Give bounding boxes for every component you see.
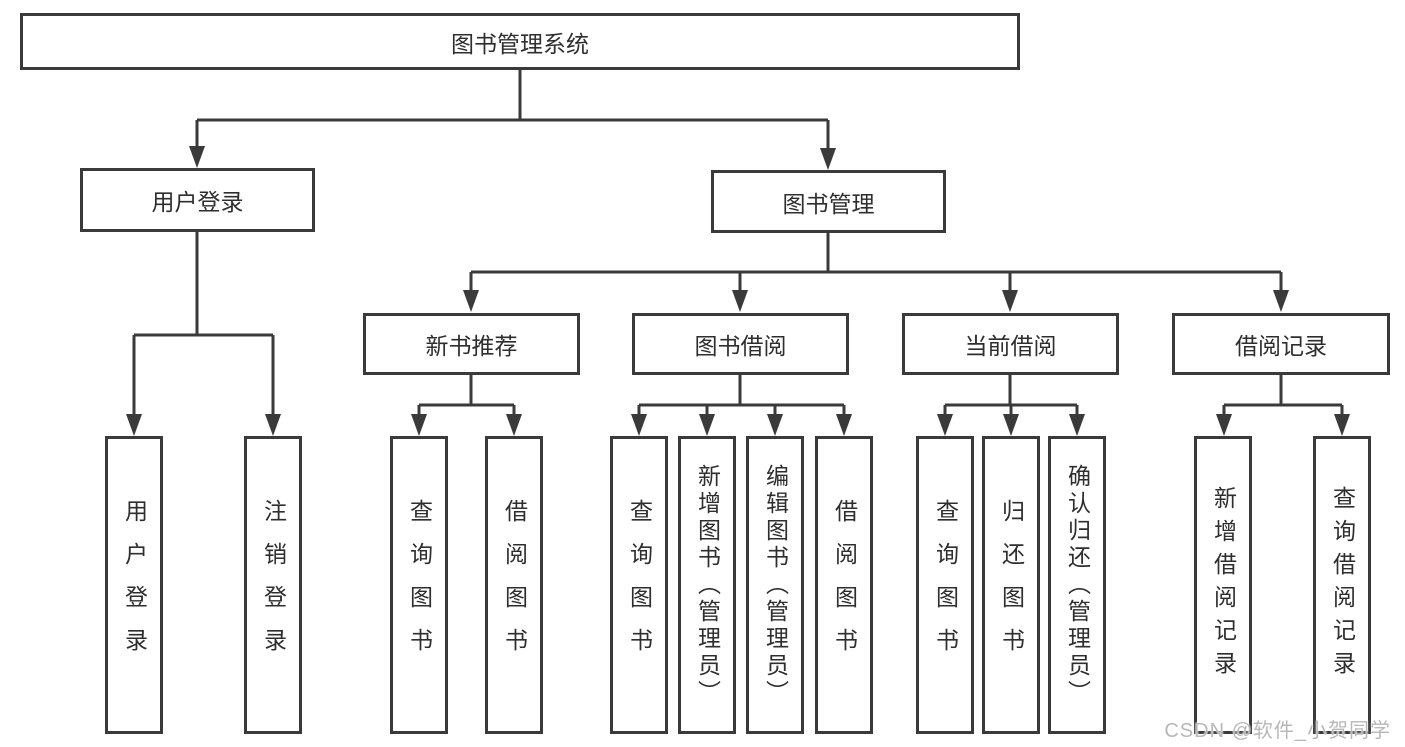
node-current-borrowing: 当前借阅 xyxy=(902,313,1119,375)
leaf-logout-login: 注销登录 xyxy=(244,436,302,734)
leaf-query-borrow-record: 查询借阅记录 xyxy=(1313,436,1371,734)
arrow-icon xyxy=(189,146,205,168)
leaf-add-book-admin: 新增图书（管理员） xyxy=(678,436,736,734)
node-book-borrowing: 图书借阅 xyxy=(632,313,849,375)
arrow-icon xyxy=(506,414,522,436)
node-library-management-system: 图书管理系统 xyxy=(20,13,1020,70)
leaf-user-login: 用户登录 xyxy=(105,436,163,734)
leaf-borrow-books-borrowing: 借阅图书 xyxy=(815,436,873,734)
arrow-icon xyxy=(631,414,647,436)
arrow-icon xyxy=(732,290,748,312)
leaf-query-books-current: 查询图书 xyxy=(916,436,974,734)
leaf-edit-book-admin: 编辑图书（管理员） xyxy=(746,436,804,734)
arrow-icon xyxy=(937,414,953,436)
arrow-icon xyxy=(463,290,479,312)
arrow-icon xyxy=(1334,414,1350,436)
node-book-management: 图书管理 xyxy=(711,170,946,233)
leaf-confirm-return-admin: 确认归还（管理员） xyxy=(1048,436,1106,734)
leaf-add-borrow-record: 新增借阅记录 xyxy=(1194,436,1252,734)
arrow-icon xyxy=(699,414,715,436)
arrow-icon xyxy=(1216,414,1232,436)
arrow-icon xyxy=(836,414,852,436)
leaf-query-books-borrowing: 查询图书 xyxy=(610,436,668,734)
arrow-icon xyxy=(1069,414,1085,436)
arrow-icon xyxy=(767,414,783,436)
leaf-return-book: 归还图书 xyxy=(982,436,1040,734)
leaf-query-books-recommend: 查询图书 xyxy=(390,436,448,734)
arrow-icon xyxy=(1002,290,1018,312)
arrow-icon xyxy=(820,148,836,170)
arrow-icon xyxy=(1003,414,1019,436)
node-new-book-recommendation: 新书推荐 xyxy=(363,313,580,375)
arrow-icon xyxy=(1273,290,1289,312)
arrow-icon xyxy=(126,414,142,436)
node-borrowing-records: 借阅记录 xyxy=(1172,313,1390,375)
csdn-watermark: CSDN @软件_小贺同学 xyxy=(1164,720,1391,742)
leaf-borrow-books-recommend: 借阅图书 xyxy=(485,436,543,734)
arrow-icon xyxy=(265,414,281,436)
node-user-login: 用户登录 xyxy=(80,168,315,232)
arrow-icon xyxy=(411,414,427,436)
